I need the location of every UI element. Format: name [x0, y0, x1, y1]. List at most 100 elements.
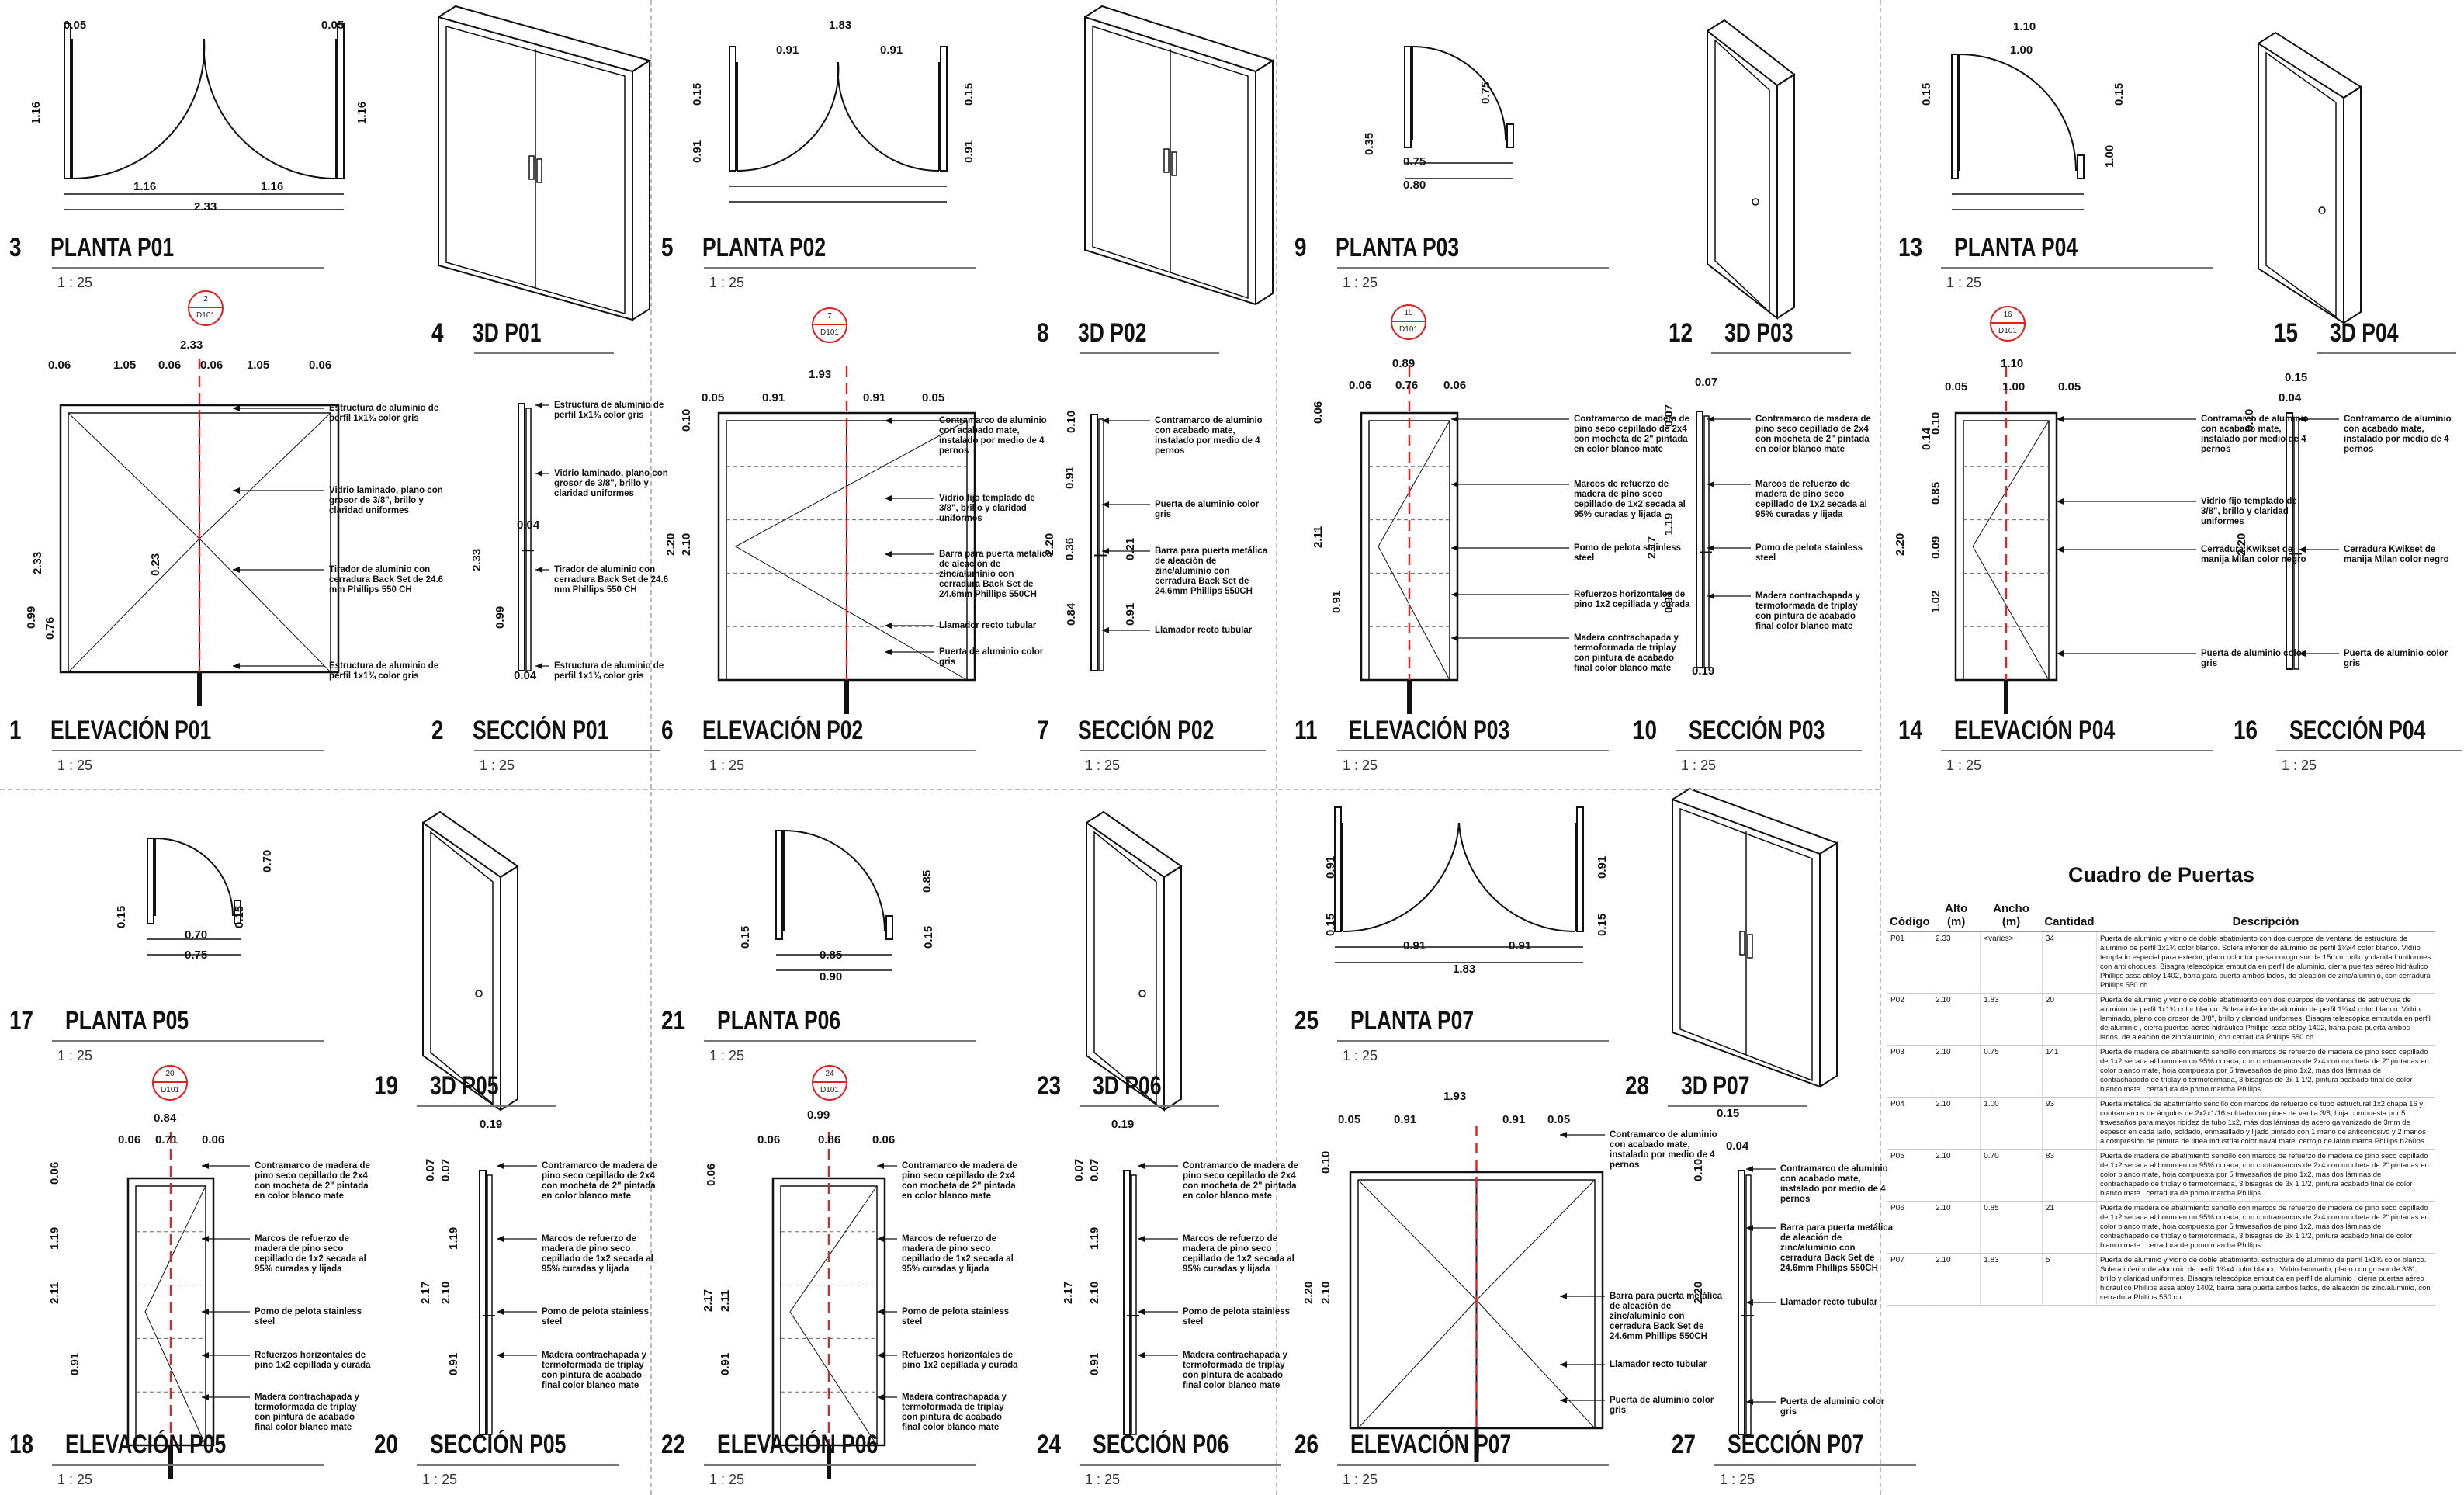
- view-number: 12: [1669, 318, 1693, 348]
- dimension-text: 2.33: [470, 548, 483, 571]
- callout-note: Madera contrachapada y termoformada de t…: [542, 1351, 646, 1390]
- callout-note: Llamador recto tubular: [1155, 626, 1253, 635]
- view-name: 3D P06: [1092, 1071, 1162, 1101]
- door-3d-p04-side: [2343, 85, 2362, 324]
- callout-note: Madera contrachapada y termoformada de t…: [1183, 1351, 1287, 1390]
- callout-note: Estructura de aluminio de perfil 1x1¾ co…: [329, 661, 439, 681]
- view-scale: 1 : 25: [57, 1048, 93, 1063]
- dimension-text: 1.83: [1453, 963, 1476, 976]
- callout-note: Pomo de pelota stainless steel: [1755, 543, 1863, 563]
- leader-arrow: [1746, 1225, 1753, 1231]
- view-name: PLANTA P03: [1335, 233, 1460, 262]
- callout-note: Contramarco de aluminio con acabado mate…: [1155, 416, 1263, 456]
- view-number: 28: [1625, 1071, 1650, 1101]
- dimension-text: 2.11: [719, 1289, 732, 1312]
- view-number: 16: [2234, 716, 2258, 745]
- dimension-text: 0.23: [149, 553, 162, 576]
- handle: [1163, 148, 1170, 173]
- door-3d-p05-leaf: [430, 831, 494, 1105]
- view-scale: 1 : 25: [1946, 758, 1982, 773]
- view-name: SECCIÓN P06: [1092, 1430, 1229, 1459]
- callout-note: Contramarco de madera de pino seco cepil…: [255, 1161, 370, 1201]
- view-name: PLANTA P05: [64, 1006, 189, 1035]
- title-underline: [704, 1040, 976, 1042]
- leader-arrow: [885, 551, 892, 557]
- callout-note: Refuerzos horizontales de pino 1x2 cepil…: [1574, 590, 1690, 609]
- title-underline: [1080, 750, 1266, 751]
- door-3d-p02-side: [1255, 59, 1274, 305]
- dimension-text: 1.00: [2010, 43, 2033, 57]
- sec-p05-jamb: [479, 1170, 487, 1435]
- leader-arrow: [2299, 546, 2306, 553]
- view-scale: 1 : 25: [57, 758, 93, 773]
- callout-note: Contramarco de madera de pino seco cepil…: [542, 1161, 657, 1201]
- dimension-text: 0.75: [1403, 155, 1426, 168]
- view-name: ELEVACIÓN P03: [1348, 716, 1510, 745]
- dimension-text: 1.00: [2103, 144, 2116, 168]
- handle: [1739, 931, 1745, 956]
- dimension-text: 1.05: [247, 359, 270, 372]
- leader-arrow: [1138, 1309, 1145, 1315]
- view-scale: 1 : 25: [480, 758, 515, 773]
- dimension-text: 0.06: [872, 1133, 896, 1146]
- table-cell: 0.85: [1980, 1201, 2043, 1254]
- title-underline: [52, 267, 324, 269]
- table-cell: 21: [2042, 1201, 2098, 1254]
- dimension-text: 2.17: [1062, 1281, 1075, 1304]
- schedule-header-cell: Código: [1887, 862, 1932, 932]
- door-3d-p07-top: [1672, 787, 1839, 855]
- door-3d-p04: [2258, 42, 2344, 324]
- dimension-text: 1.19: [48, 1226, 61, 1250]
- dimension-text: 0.06: [48, 359, 71, 372]
- leader-arrow: [885, 495, 892, 501]
- view-name: ELEVACIÓN P05: [64, 1430, 227, 1459]
- door-3d-p03: [1707, 29, 1778, 321]
- dimension-text: 2.33: [31, 551, 44, 574]
- dimension-text: 1.93: [1443, 1090, 1467, 1103]
- dimension-text: 0.05: [702, 391, 725, 404]
- callout-note: Puerta de aluminio color gris: [2201, 649, 2306, 668]
- view-name: 3D P03: [1724, 318, 1793, 348]
- dimension-text: 0.19: [480, 1118, 503, 1131]
- dimension-text: 1.10: [2001, 357, 2024, 370]
- dimension-text: 0.06: [158, 359, 182, 372]
- dimension-text: 2.10: [1088, 1281, 1101, 1304]
- table-cell: P06: [1887, 1201, 1933, 1254]
- dimension-text: 0.10: [1065, 410, 1078, 433]
- view-number: 3: [9, 233, 22, 262]
- title-underline: [1337, 1040, 1609, 1042]
- leader-arrow: [1138, 1163, 1145, 1169]
- door-3d-p03-top: [1707, 19, 1796, 86]
- dimension-text: 1.19: [1088, 1226, 1101, 1250]
- callout-note: Estructura de aluminio de perfil 1x1¾ co…: [554, 401, 664, 420]
- dimension-text: 0.85: [920, 869, 934, 893]
- view-name: ELEVACIÓN P06: [716, 1430, 879, 1459]
- dimension-text: 0.07: [424, 1158, 437, 1181]
- jamb: [775, 830, 783, 940]
- view-scale: 1 : 25: [709, 1048, 745, 1063]
- leader-arrow: [2057, 546, 2064, 553]
- tag-number: 24: [825, 1070, 834, 1078]
- sec-p02-jamb: [1090, 414, 1098, 671]
- callout-note: Contramarco de aluminio con acabado mate…: [939, 416, 1047, 456]
- dimension-text: 0.05: [1945, 380, 1968, 394]
- leader-arrow: [1560, 1397, 1567, 1403]
- view-scale: 1 : 25: [1343, 1472, 1378, 1487]
- dimension-text: 0.91: [1502, 1113, 1526, 1126]
- dimension-text: 0.05: [922, 391, 945, 404]
- title-underline: [52, 1464, 324, 1466]
- view-scale: 1 : 25: [1085, 758, 1121, 773]
- dimension-text: 0.21: [1124, 537, 1137, 560]
- schedule-header-cell: Alto (m): [1932, 862, 1981, 932]
- callout-note: Vidrio laminado, plano con grosor de 3/8…: [329, 486, 443, 515]
- table-cell: Puerta de aluminio y vidrio de doble aba…: [2096, 1253, 2435, 1306]
